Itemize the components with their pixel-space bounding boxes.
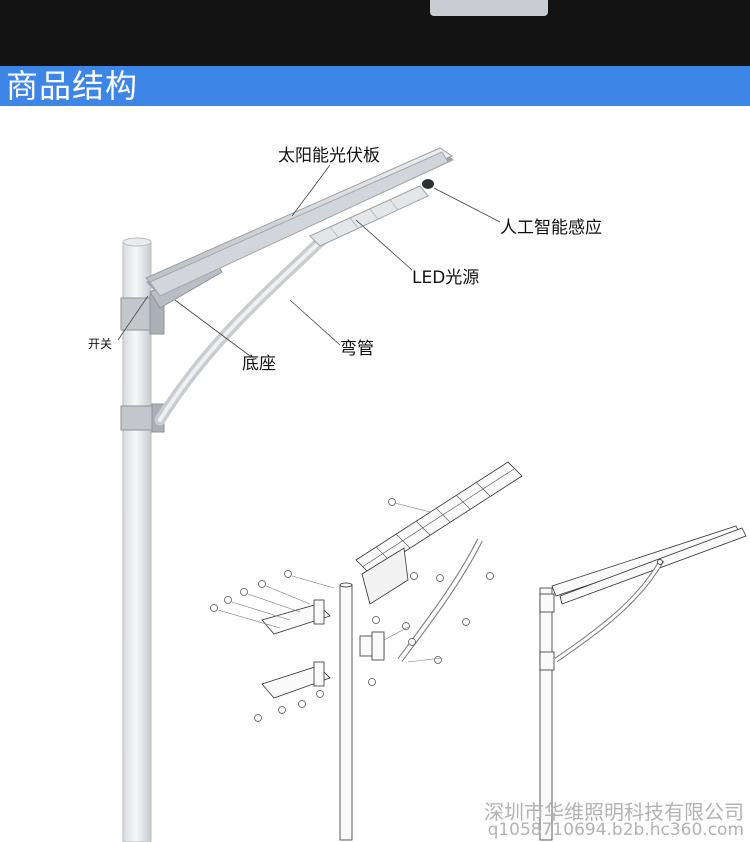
- exploded-view-drawing: [210, 461, 523, 841]
- watermark-site: q1058710694.b2b.hc360.com: [487, 820, 744, 840]
- watermark-company: 深圳市华维照明科技有限公司: [484, 800, 744, 824]
- section-title: 商品结构: [6, 67, 139, 105]
- label-solar-panel: 太阳能光伏板: [278, 146, 380, 166]
- exploded-pole: [339, 584, 353, 841]
- top-banner-photo: [0, 0, 750, 66]
- upper-clamp: [120, 293, 165, 335]
- exploded-solar-panel: [355, 461, 523, 575]
- leader-lines: [117, 164, 501, 357]
- label-smart-sensor: 人工智能感应: [500, 218, 602, 238]
- side-view-drawing: [539, 525, 747, 841]
- lamp-pole: [122, 237, 152, 842]
- lamp-fixture-image: [430, 0, 548, 16]
- label-bent-pipe: 弯管: [340, 339, 374, 359]
- label-switch: 开关: [88, 337, 113, 351]
- led-source: [309, 185, 429, 247]
- section-title-bar: 商品结构: [0, 66, 750, 106]
- product-structure-diagram: [117, 147, 747, 842]
- lamp-head: [145, 147, 454, 297]
- label-led-source: LED光源: [412, 268, 480, 288]
- label-base: 底座: [242, 354, 276, 374]
- smart-sensor: [422, 179, 434, 189]
